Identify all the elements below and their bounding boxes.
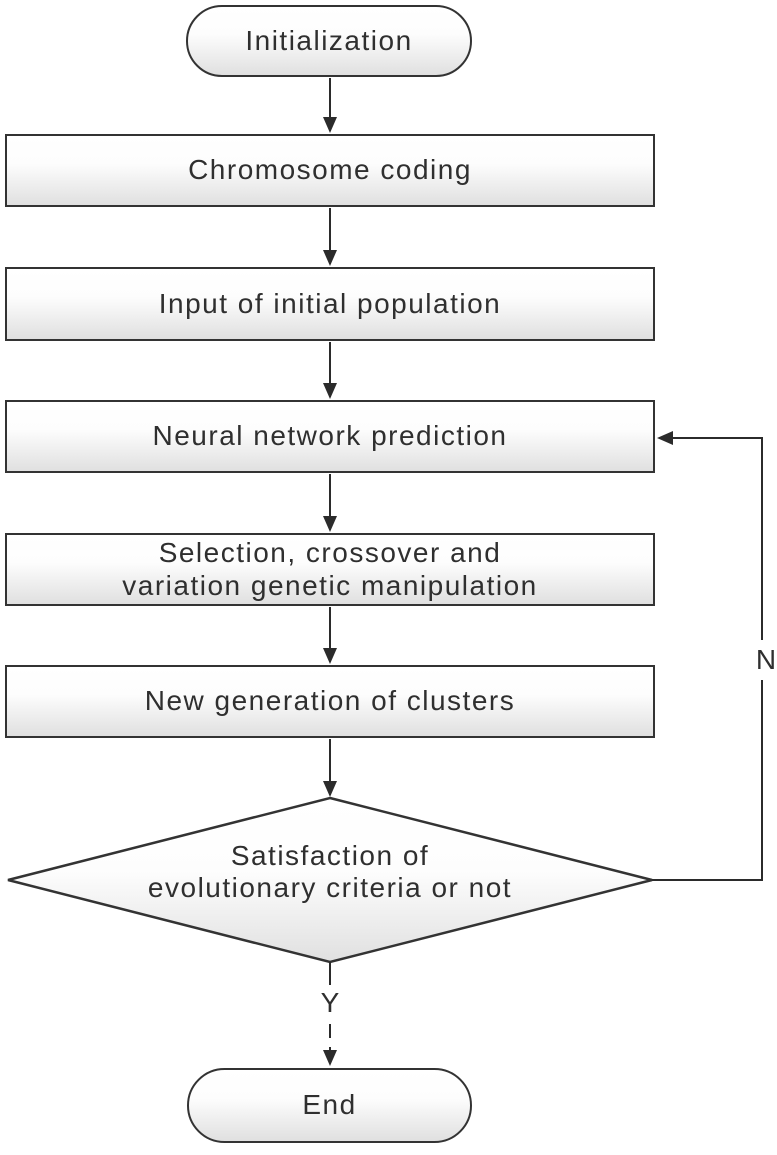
node-neural-network-prediction: Neural network prediction [5,400,655,473]
node-genetic-manipulation-label-line1: Selection, crossover and [158,537,502,569]
arrow-no-feedback-to-prediction [652,431,763,881]
node-input-population: Input of initial population [5,267,655,341]
edge-label-no: N [748,640,777,680]
node-input-population-label: Input of initial population [158,287,502,319]
node-end: End [187,1068,472,1143]
edge-label-yes: Y [312,986,348,1020]
node-decision-label: Satisfaction of evolutionary criteria or… [30,798,630,956]
node-neural-network-prediction-label: Neural network prediction [152,420,508,452]
node-chromosome-coding-label: Chromosome coding [188,154,472,186]
node-end-label: End [302,1089,357,1121]
node-genetic-manipulation-label-line2: variation genetic manipulation [122,569,538,601]
node-genetic-manipulation: Selection, crossover and variation genet… [5,533,655,606]
node-decision-label-line2: evolutionary criteria or not [147,872,513,903]
node-start: Initialization [186,5,472,77]
node-decision-label-line1: Satisfaction of [230,839,430,871]
node-start-label: Initialization [245,24,413,56]
node-chromosome-coding: Chromosome coding [5,134,655,207]
node-new-generation: New generation of clusters [5,665,655,738]
node-new-generation-label: New generation of clusters [144,685,516,717]
